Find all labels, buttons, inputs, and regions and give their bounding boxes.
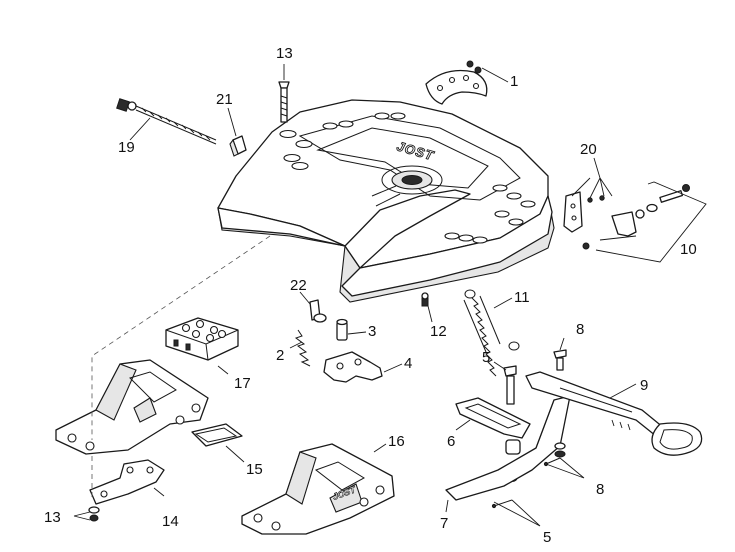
callout-21: 21	[216, 91, 233, 108]
callout-6: 6	[447, 433, 455, 450]
callout-1: 1	[510, 73, 518, 90]
assembly-lines	[91, 235, 271, 500]
part-4-lock-jaw	[323, 351, 383, 383]
part-6-slide-block	[455, 397, 531, 455]
callout-17: 17	[234, 375, 251, 392]
callout-12: 12	[430, 323, 447, 340]
callout-13b: 13	[44, 509, 61, 526]
callout-15: 15	[246, 461, 263, 478]
callout-4: 4	[404, 355, 412, 372]
callout-5b: 5	[543, 529, 551, 546]
callout-3: 3	[368, 323, 376, 340]
left-mount-bracket	[55, 359, 209, 455]
part-10-lever-hardware	[582, 184, 690, 250]
part-11-spring	[463, 289, 520, 377]
part-8-bolt	[553, 349, 567, 371]
part-17-pad	[165, 317, 239, 361]
callout-labels: 1 2 3 4 5 5 6 7 8 8 9 10 11 12 13 13 14 …	[44, 45, 697, 546]
part-15-shim	[191, 423, 243, 447]
part-16-mount-bracket: JOST	[241, 443, 395, 535]
callout-13a: 13	[276, 45, 293, 62]
part-7-release-arm	[445, 395, 571, 501]
callout-7: 7	[440, 515, 448, 532]
part-20-bracket	[563, 191, 605, 233]
callout-14: 14	[162, 513, 179, 530]
part-3-pin	[336, 318, 348, 341]
part-1-lock-plate	[425, 60, 488, 105]
callout-8a: 8	[576, 321, 584, 338]
part-21-block	[229, 135, 247, 157]
callout-10: 10	[680, 241, 697, 258]
part-22-bolt	[309, 299, 327, 323]
part-9-handle	[525, 371, 703, 456]
fifth-wheel-top-plate: JOST	[217, 99, 555, 303]
leader-lines	[73, 64, 707, 527]
callout-16: 16	[388, 433, 405, 450]
part-13-bolt	[278, 81, 290, 123]
callout-19: 19	[118, 139, 135, 156]
callout-2: 2	[276, 347, 284, 364]
callout-22: 22	[290, 277, 307, 294]
callout-20: 20	[580, 141, 597, 158]
part-19-threaded-rod	[116, 98, 217, 145]
part-14-clamp	[88, 459, 165, 522]
part-5-bolt	[503, 365, 517, 405]
callout-5a: 5	[482, 349, 490, 366]
callout-8b: 8	[596, 481, 604, 498]
part-2-spring	[294, 329, 311, 367]
part-12-grease-fitting	[421, 292, 429, 307]
callout-9: 9	[640, 377, 648, 394]
callout-11: 11	[514, 289, 530, 306]
